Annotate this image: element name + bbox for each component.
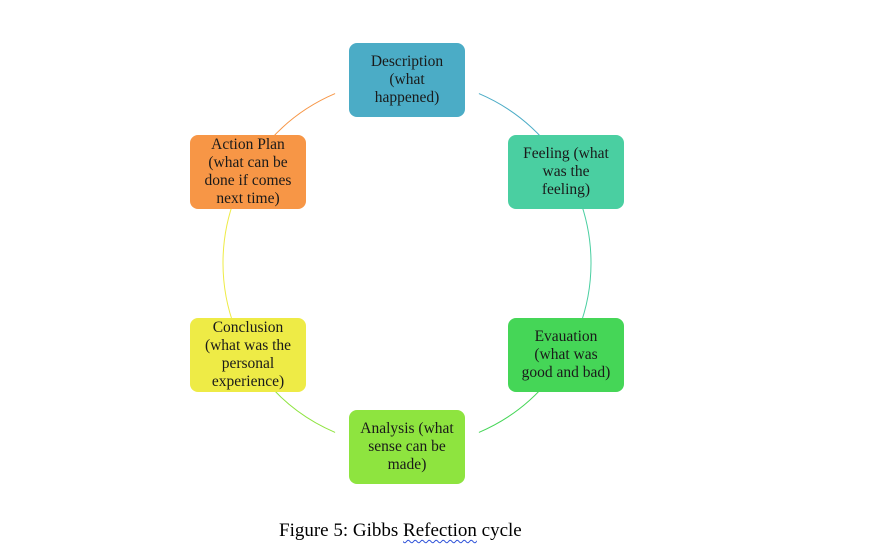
node-conclusion: Conclusion (what was the personal experi…	[190, 318, 306, 392]
node-feeling: Feeling (what was the feeling)	[508, 135, 624, 209]
node-conclusion-label: Conclusion (what was the personal experi…	[204, 319, 292, 390]
caption-misspelled-word: Refection	[403, 520, 477, 541]
node-feeling-label: Feeling (what was the feeling)	[523, 145, 609, 198]
node-analysis: Analysis (what sense can be made)	[349, 410, 465, 484]
figure-caption: Figure 5: Gibbs Refection cycle	[279, 520, 522, 542]
node-analysis-label: Analysis (what sense can be made)	[360, 420, 454, 473]
node-evaluation: Evauation (what was good and bad)	[508, 318, 624, 392]
node-description-label: Description (what happened)	[370, 53, 444, 106]
connector-conclusion-action-plan	[222, 196, 236, 330]
caption-prefix: Figure 5: Gibbs	[279, 520, 404, 541]
caption-suffix: cycle	[476, 520, 522, 541]
node-evaluation-label: Evauation (what was good and bad)	[521, 328, 611, 381]
node-description: Description (what happened)	[349, 43, 465, 117]
connector-feeling-evaluation	[578, 196, 592, 330]
node-action-plan: Action Plan (what can be done if comes n…	[190, 135, 306, 209]
node-action-plan-label: Action Plan (what can be done if comes n…	[204, 136, 292, 207]
